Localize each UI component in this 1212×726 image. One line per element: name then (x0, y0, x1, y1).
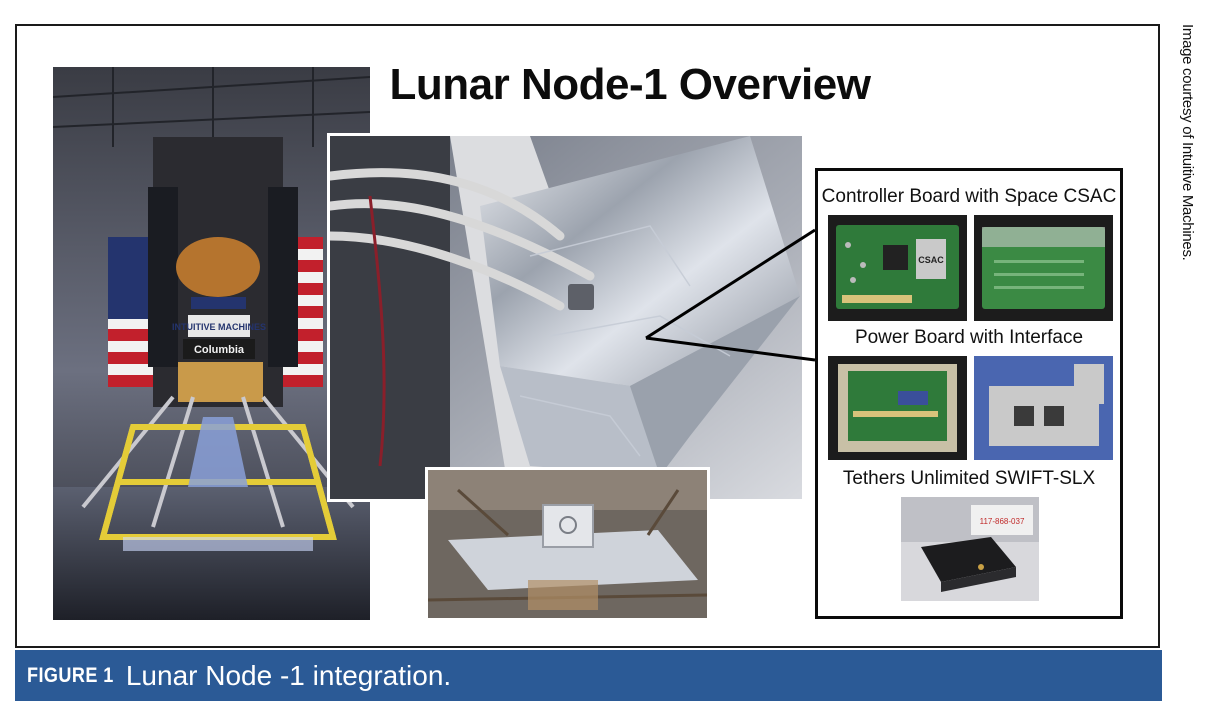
swift-slx-radio-photo: 117-868-037 (901, 497, 1039, 601)
figure-caption-label: FIGURE 1 (27, 663, 114, 687)
controller-board-back-photo (974, 215, 1113, 321)
csac-chip-text: CSAC (918, 255, 944, 265)
lander-logo-text: INTUITIVE MACHINES (172, 322, 266, 332)
power-board-label: Power Board with Interface (854, 327, 1084, 348)
image-credit: Image courtesy of Intuitive Machines. (1179, 24, 1196, 261)
lander-photo: INTUITIVE MACHINES Columbia (53, 67, 370, 620)
node-closeup-photo (327, 133, 805, 502)
component-callout-box: Controller Board with Space CSAC CSAC Po… (815, 168, 1123, 619)
figure-caption-text: Lunar Node -1 integration. (125, 659, 452, 691)
swift-tag-text: 117-868-037 (980, 517, 1025, 526)
lander-sponsor-text: Columbia (194, 344, 245, 356)
figure-title: Lunar Node-1 Overview (389, 60, 871, 109)
node-installed-photo (425, 467, 710, 621)
controller-board-label: Controller Board with Space CSAC (821, 186, 1117, 207)
power-board-front-photo (828, 356, 967, 460)
figure-caption-bar: FIGURE 1 Lunar Node -1 integration. (15, 650, 1162, 701)
power-board-back-photo (974, 356, 1113, 460)
swift-slx-label: Tethers Unlimited SWIFT-SLX (842, 468, 1096, 489)
controller-board-front-photo: CSAC (828, 215, 967, 321)
